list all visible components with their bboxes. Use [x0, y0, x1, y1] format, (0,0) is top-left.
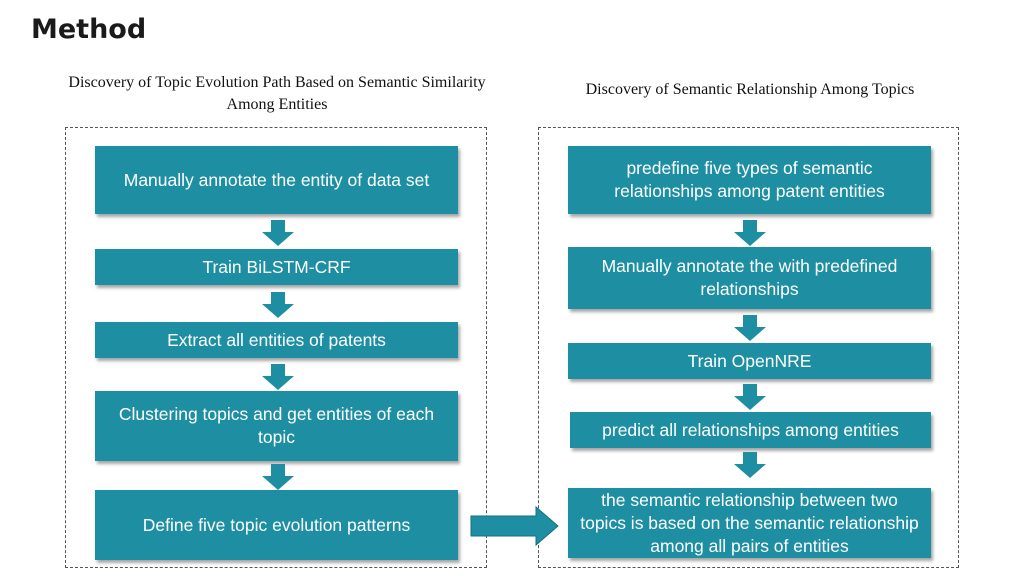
down-arrow-icon: [262, 292, 294, 318]
right-step-3: Train OpenNRE: [568, 343, 931, 379]
right-step-4-label: predict all relationships among entities: [602, 419, 899, 440]
left-column-heading: Discovery of Topic Evolution Path Based …: [68, 74, 486, 113]
right-step-4: predict all relationships among entities: [570, 412, 931, 448]
down-arrow-icon: [734, 315, 766, 341]
down-arrow-icon: [734, 384, 766, 410]
right-step-1: predefine five types of semantic relatio…: [568, 146, 931, 214]
right-step-5: the semantic relationship between two to…: [568, 488, 931, 558]
down-arrow-icon: [262, 464, 294, 490]
left-step-4: Clustering topics and get entities of ea…: [95, 391, 458, 461]
right-step-2: Manually annotate the with predefined re…: [568, 247, 931, 309]
down-arrow-icon: [262, 220, 294, 246]
left-step-5-label: Define five topic evolution patterns: [142, 514, 411, 535]
right-step-3-label: Train OpenNRE: [687, 350, 812, 371]
left-dashed-panel: [65, 127, 487, 568]
left-step-3-label: Extract all entities of patents: [167, 329, 386, 350]
down-arrow-icon: [734, 220, 766, 246]
right-step-5-label: the semantic relationship between two to…: [580, 489, 919, 556]
down-arrow-icon: [262, 364, 294, 390]
right-step-1-label: predefine five types of semantic relatio…: [614, 158, 885, 201]
left-step-1-label: Manually annotate the entity of data set: [123, 169, 430, 190]
right-dashed-panel: [538, 127, 959, 568]
page-title: Method: [31, 14, 147, 45]
left-step-5: Define five topic evolution patterns: [95, 490, 458, 560]
left-step-2: Train BiLSTM-CRF: [95, 249, 458, 285]
right-column-heading: Discovery of Semantic Relationship Among…: [585, 81, 915, 98]
left-step-3: Extract all entities of patents: [95, 322, 458, 358]
left-step-1: Manually annotate the entity of data set: [95, 146, 458, 214]
right-arrow-icon: [470, 505, 560, 547]
left-step-4-label: Clustering topics and get entities of ea…: [118, 404, 435, 447]
down-arrow-icon: [734, 452, 766, 478]
right-step-2-label: Manually annotate the with predefined re…: [601, 256, 898, 299]
left-step-2-label: Train BiLSTM-CRF: [202, 256, 351, 277]
